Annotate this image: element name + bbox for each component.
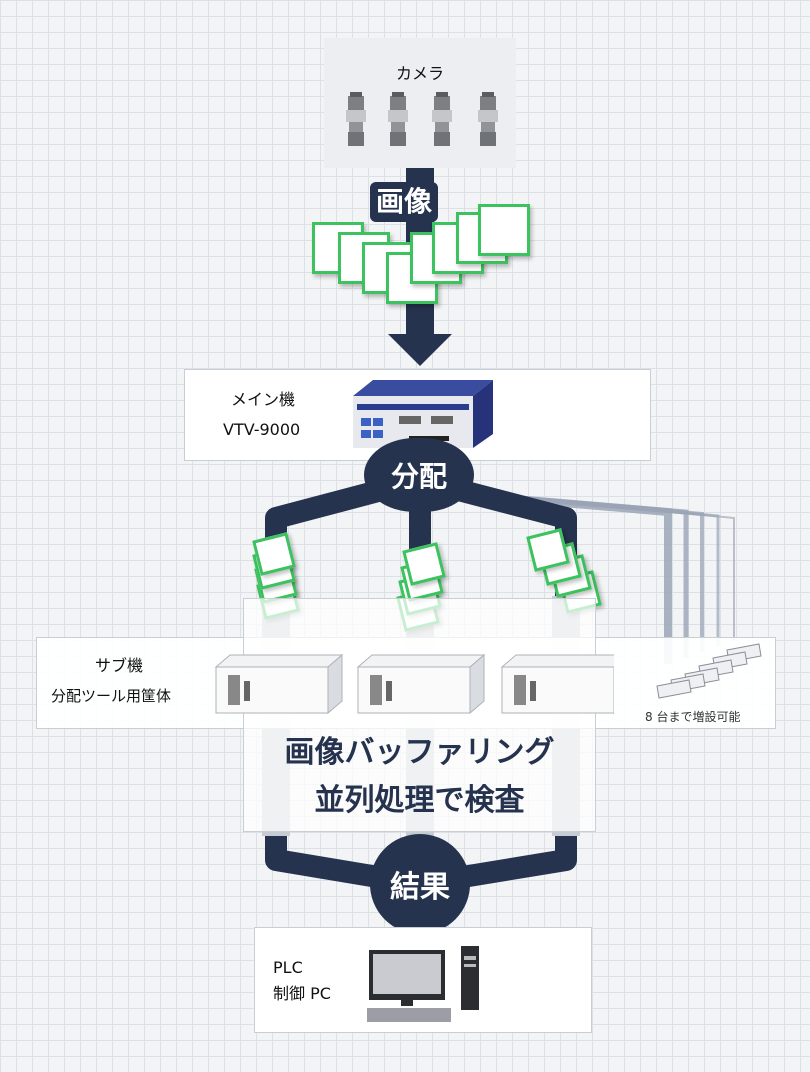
processing-panel: 画像バッファリング 並列処理で検査 — [214, 598, 614, 832]
processing-line2: 並列処理で検査 — [314, 783, 525, 818]
camera-icons — [346, 92, 498, 146]
plc-label: PLC — [273, 958, 303, 977]
small-devices-icon — [656, 643, 762, 699]
distribute-badge: 分配 — [364, 438, 474, 512]
sub-unit-subtitle: 分配ツール用筐体 — [51, 687, 172, 705]
server-icon — [214, 653, 344, 715]
server-icon — [500, 654, 614, 715]
plc-subtitle: 制御 PC — [273, 984, 331, 1003]
distribute-label: 分配 — [390, 460, 447, 493]
main-unit-device-icon — [353, 380, 493, 448]
plc-panel: PLC 制御 PC — [254, 927, 592, 1033]
expand-note: 8 台まで増設可能 — [645, 710, 741, 724]
result-badge: 結果 — [370, 834, 470, 934]
camera-icon — [432, 92, 452, 146]
image-sheet — [478, 204, 530, 256]
processing-line1: 画像バッファリング — [284, 735, 555, 770]
sub-unit-device-icons — [214, 653, 614, 715]
main-unit-label: メイン機 — [231, 390, 296, 409]
camera-icon — [346, 92, 366, 146]
sub-unit-label: サブ機 — [95, 656, 144, 675]
result-label: 結果 — [390, 870, 450, 905]
pc-icon — [367, 946, 479, 1022]
camera-label: カメラ — [395, 64, 444, 83]
main-unit-model: VTV-9000 — [223, 420, 301, 439]
camera-panel: カメラ — [324, 38, 516, 168]
camera-icon — [388, 92, 408, 146]
camera-icon — [478, 92, 498, 146]
arrow-head — [388, 334, 452, 366]
image-tag: 画像 — [370, 182, 439, 222]
server-icon — [356, 653, 486, 715]
